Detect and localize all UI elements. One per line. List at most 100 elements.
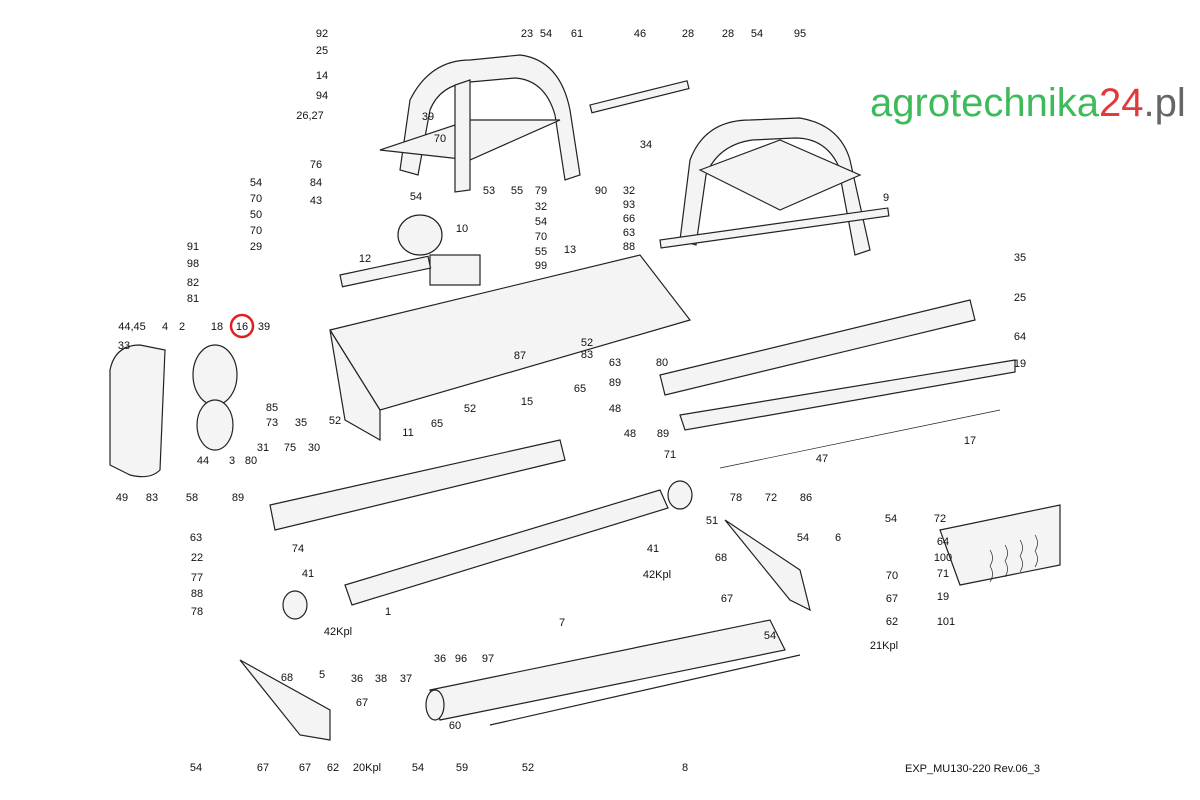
- part-number-label: 76: [310, 159, 322, 171]
- rotor: [344, 489, 669, 606]
- part-number-label: 33: [118, 340, 130, 352]
- part-number-label: 6: [835, 532, 841, 544]
- part-number-label: 68: [715, 552, 727, 564]
- belt-cover: [109, 344, 166, 478]
- part-number-label: 52: [522, 762, 534, 774]
- part-number-label: 67: [299, 762, 311, 774]
- part-number-label: 41: [302, 568, 314, 580]
- rear-frame: [659, 117, 890, 256]
- part-number-label: 89: [232, 492, 244, 504]
- pulley-lower: [196, 399, 234, 451]
- part-number-label: 92: [316, 28, 328, 40]
- part-number-label: 74: [292, 543, 304, 555]
- part-number-label: 19: [1014, 358, 1026, 370]
- part-number-label: 61: [571, 28, 583, 40]
- part-number-label: 10: [456, 223, 468, 235]
- part-number-label: 53: [483, 185, 495, 197]
- part-number-label: 59: [456, 762, 468, 774]
- part-number-label: 80: [656, 357, 668, 369]
- part-number-label: 91: [187, 241, 199, 253]
- part-number-label: 96: [455, 653, 467, 665]
- part-number-label: 79: [535, 185, 547, 197]
- part-number-label: 20Kpl: [353, 762, 381, 774]
- part-number-label: 42Kpl: [324, 626, 352, 638]
- part-number-label: 70: [535, 231, 547, 243]
- part-number-label: 37: [400, 673, 412, 685]
- part-number-label: 75: [284, 442, 296, 454]
- part-number-label: 8: [682, 762, 688, 774]
- part-number-label: 14: [316, 70, 328, 82]
- watermark-part3: .pl: [1143, 81, 1186, 125]
- part-number-label: 54: [535, 216, 547, 228]
- part-number-label: 54: [885, 513, 897, 525]
- part-number-label: 52: [581, 337, 593, 349]
- part-number-label: 67: [886, 593, 898, 605]
- knife-beam: [269, 439, 566, 531]
- part-number-label: 17: [964, 435, 976, 447]
- side-plate-6: [724, 519, 811, 612]
- part-number-label: 60: [449, 720, 461, 732]
- part-number-label: 62: [886, 616, 898, 628]
- part-number-label: 85: [266, 402, 278, 414]
- part-number-label: 70: [250, 193, 262, 205]
- part-number-label: 89: [609, 377, 621, 389]
- part-number-label: 94: [316, 90, 328, 102]
- scraper-8: [489, 654, 801, 726]
- part-number-label: 23: [521, 28, 533, 40]
- part-number-label: 36: [351, 673, 363, 685]
- part-number-label: 86: [800, 492, 812, 504]
- part-number-label: 99: [535, 260, 547, 272]
- part-number-label: 93: [623, 199, 635, 211]
- part-number-label: 51: [706, 515, 718, 527]
- part-number-label: 21Kpl: [870, 640, 898, 652]
- side-plate-5: [239, 659, 331, 741]
- part-number-label: 98: [187, 258, 199, 270]
- part-number-label: 70: [886, 570, 898, 582]
- part-number-label: 47: [816, 453, 828, 465]
- part-number-label: 42Kpl: [643, 569, 671, 581]
- part-number-label: 35: [295, 417, 307, 429]
- diagram-title: EXP_MU130-220 Rev.06_3: [905, 763, 1040, 775]
- part-number-label: 3: [229, 455, 235, 467]
- part-number-label: 32: [623, 185, 635, 197]
- part-number-label: 44: [197, 455, 209, 467]
- part-number-label: 55: [535, 246, 547, 258]
- chain-curtain: [939, 504, 1061, 586]
- cover-25: [659, 299, 976, 396]
- part-number-label: 88: [623, 241, 635, 253]
- part-number-label: 54: [410, 191, 422, 203]
- watermark: agrotechnika24.pl: [870, 80, 1186, 126]
- part-number-label: 19: [937, 591, 949, 603]
- part-number-label: 83: [581, 349, 593, 361]
- part-number-label: 50: [250, 209, 262, 221]
- part-number-label: 54: [412, 762, 424, 774]
- part-number-label: 35: [1014, 252, 1026, 264]
- part-number-label: 46: [634, 28, 646, 40]
- part-number-label: 9: [883, 192, 889, 204]
- part-number-label: 70: [434, 133, 446, 145]
- part-number-label: 78: [191, 606, 203, 618]
- part-number-label: 1: [385, 606, 391, 618]
- part-number-label: 49: [116, 492, 128, 504]
- part-number-label: 43: [310, 195, 322, 207]
- part-number-label: 11: [402, 427, 413, 439]
- shaft-12: [339, 255, 432, 288]
- part-number-label: 66: [623, 213, 635, 225]
- part-number-label: 54: [797, 532, 809, 544]
- part-number-label: 63: [609, 357, 621, 369]
- part-number-label: 25: [1014, 292, 1026, 304]
- part-number-label: 7: [559, 617, 565, 629]
- part-number-label: 77: [191, 572, 203, 584]
- part-number-label: 30: [308, 442, 320, 454]
- part-number-label: 26,27: [296, 110, 324, 122]
- part-number-label: 63: [623, 227, 635, 239]
- part-number-label: 12: [359, 253, 371, 265]
- part-number-label: 54: [751, 28, 763, 40]
- part-number-label: 62: [327, 762, 339, 774]
- part-number-label: 22: [191, 552, 203, 564]
- part-number-label: 15: [521, 396, 533, 408]
- part-number-label: 25: [316, 45, 328, 57]
- part-number-label: 71: [937, 568, 949, 580]
